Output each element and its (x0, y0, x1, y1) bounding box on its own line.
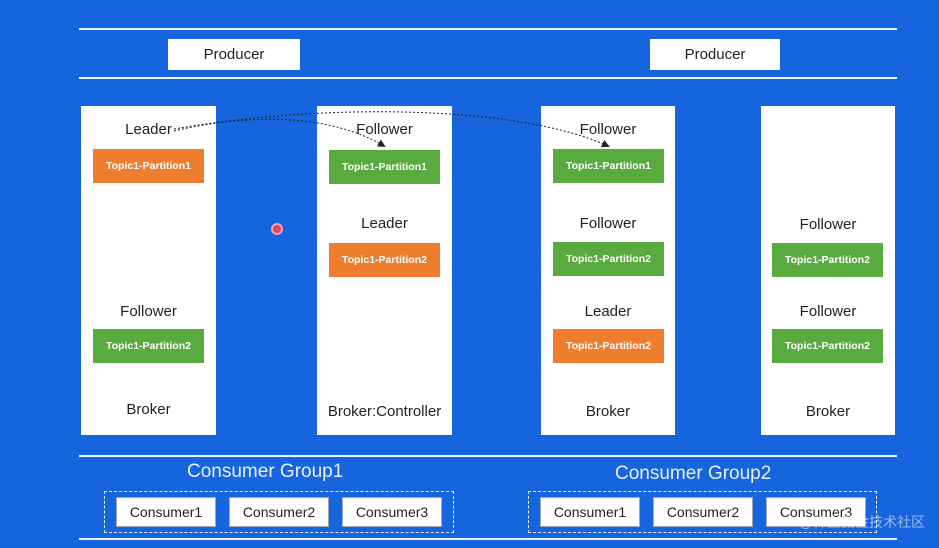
broker-1-label: Broker (126, 401, 171, 418)
broker-2-partition-2: Topic1-Partition2 (329, 243, 440, 277)
cursor-dot (271, 223, 283, 235)
consumer-group-1-title: Consumer Group1 (187, 461, 344, 482)
broker-4-partition-2: Topic1-Partition2 (772, 329, 883, 363)
broker-1-partition-2: Topic1-Partition2 (93, 329, 204, 363)
broker-4-label: Broker (805, 403, 851, 420)
broker-4-partition-1: Topic1-Partition2 (772, 243, 883, 277)
consumer-group-1-consumer-1: Consumer1 (116, 497, 216, 527)
consumer-separator (79, 455, 897, 457)
replication-arrow-to-broker-3 (173, 111, 610, 148)
broker-3-partition-2: Topic1-Partition2 (553, 242, 664, 276)
bottom-separator (79, 538, 897, 540)
broker-3-label: Broker (585, 403, 631, 420)
producer-box-1: Producer (168, 39, 300, 70)
consumer-group-2-consumer-2: Consumer2 (653, 497, 753, 527)
broker-1-role-2: Follower (120, 303, 177, 320)
broker-3-role-2: Follower (579, 215, 637, 232)
consumer-group-1-consumer-3: Consumer3 (342, 497, 442, 527)
broker-3: Follower Topic1-Partition1 Follower Topi… (541, 106, 675, 435)
broker-3-partition-3: Topic1-Partition2 (553, 329, 664, 363)
consumer-group-2-consumer-1: Consumer1 (540, 497, 640, 527)
broker-1-partition-1: Topic1-Partition1 (93, 149, 204, 183)
consumer-group-1 (104, 491, 454, 533)
producer-box-2: Producer (650, 39, 780, 70)
replication-arrow-to-broker-2 (173, 118, 386, 148)
broker-1-role-1: Leader (125, 121, 172, 138)
broker-3-role-3: Leader (584, 303, 632, 320)
consumer-group-2-consumer-3: Consumer3 (766, 497, 866, 527)
top-separator (79, 28, 897, 30)
broker-2-role-1: Follower (356, 121, 413, 138)
broker-4-role-1: Follower (799, 216, 857, 233)
broker-2-role-2: Leader (361, 215, 408, 232)
consumer-group-2 (528, 491, 877, 533)
broker-2: Follower Topic1-Partition1 Leader Topic1… (317, 106, 452, 435)
broker-4: Follower Topic1-Partition2 Follower Topi… (761, 106, 895, 435)
broker-4-role-2: Follower (799, 303, 857, 320)
consumer-group-2-title: Consumer Group2 (615, 463, 772, 484)
broker-3-partition-1: Topic1-Partition1 (553, 149, 664, 183)
producer-separator (79, 77, 897, 79)
broker-2-partition-1: Topic1-Partition1 (329, 150, 440, 184)
watermark-text: @稀土掘金技术社区 (798, 514, 925, 530)
consumer-group-1-consumer-2: Consumer2 (229, 497, 329, 527)
broker-1: Leader Topic1-Partition1 Follower Topic1… (81, 106, 216, 435)
broker-3-role-1: Follower (579, 121, 637, 138)
broker-2-label: Broker:Controller (327, 403, 442, 420)
